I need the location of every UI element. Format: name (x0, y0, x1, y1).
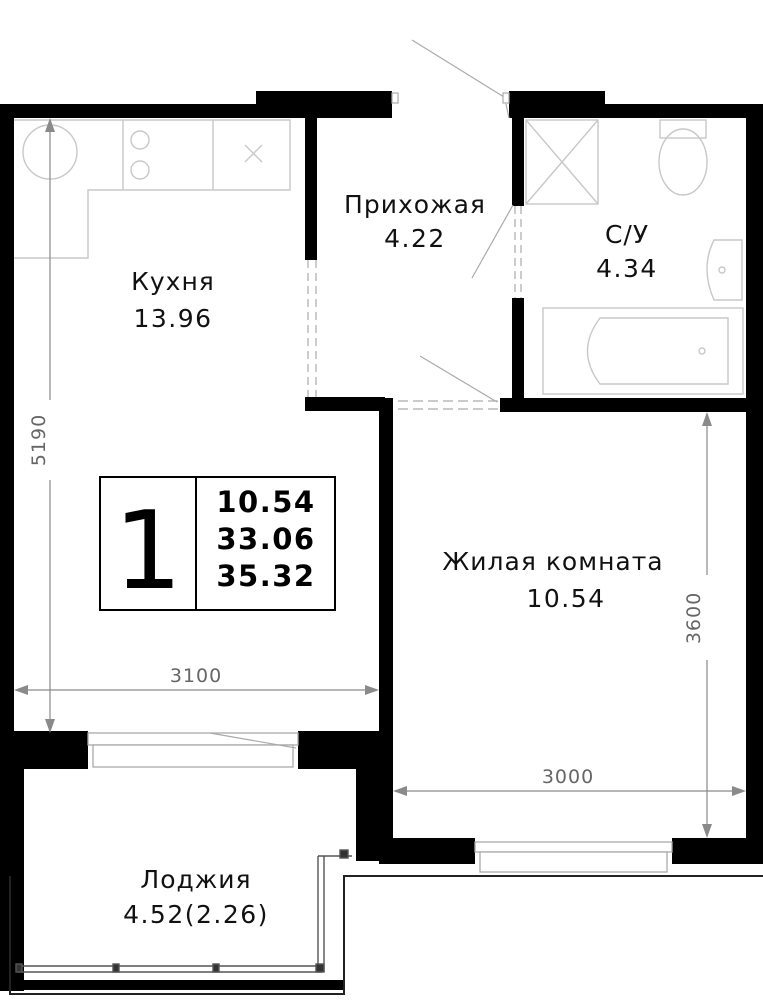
living-height-label: 3600 (683, 592, 705, 644)
hall-name: Прихожая (344, 190, 486, 219)
kitchen-fixtures (14, 119, 291, 259)
exterior-contour (9, 875, 763, 995)
kitchen-area: 13.96 (133, 304, 212, 333)
dimension-living-width (393, 786, 746, 796)
living-area: 10.54 (526, 584, 605, 613)
living-width-label: 3000 (542, 766, 594, 788)
dimension-kitchen-width (14, 685, 379, 695)
summary-total-with-loggia: 35.32 (216, 559, 315, 593)
bath-name: С/У (605, 220, 649, 249)
loggia-name: Лоджия (140, 865, 251, 894)
kitchen-name: Кухня (131, 267, 215, 296)
doors (209, 39, 522, 749)
bath-area: 4.34 (596, 254, 658, 283)
kitchen-width-label: 3100 (170, 665, 222, 687)
summary-living-area: 10.54 (216, 485, 315, 519)
living-name: Жилая комната (442, 547, 663, 576)
walls (0, 91, 763, 991)
kitchen-height-label: 5190 (28, 414, 50, 466)
summary-total-area: 33.06 (216, 522, 315, 556)
loggia-area: 4.52(2.26) (123, 900, 269, 929)
bath-fixtures (525, 119, 744, 395)
hall-area: 4.22 (384, 224, 446, 253)
summary-box (99, 476, 336, 611)
rooms-count: 1 (114, 489, 183, 614)
windows (87, 732, 673, 873)
loggia-glazing (15, 849, 352, 973)
